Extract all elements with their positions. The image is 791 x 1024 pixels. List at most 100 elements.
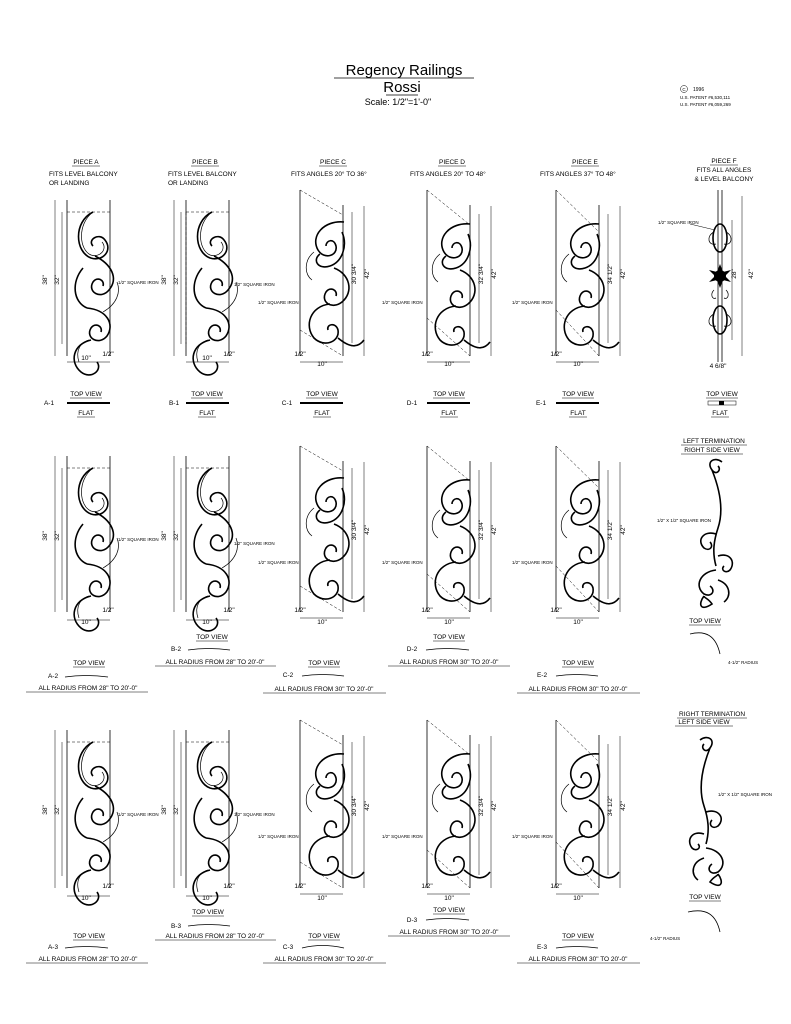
code-e3: E-3 bbox=[537, 944, 548, 951]
svg-text:TOP VIEW: TOP VIEW bbox=[433, 634, 465, 641]
svg-text:TOP VIEW: TOP VIEW bbox=[689, 894, 721, 901]
code-d2: D-2 bbox=[407, 646, 418, 653]
piece-a-title: PIECE A bbox=[73, 159, 99, 166]
svg-text:1/2" SQUARE IRON: 1/2" SQUARE IRON bbox=[382, 560, 423, 565]
piece-c-desc1: FITS ANGLES 20° TO 36° bbox=[291, 170, 367, 178]
svg-text:42": 42" bbox=[491, 269, 498, 279]
svg-text:30 3/4": 30 3/4" bbox=[351, 795, 358, 816]
code-e1: E-1 bbox=[536, 400, 547, 407]
svg-text:10": 10" bbox=[317, 619, 327, 626]
piece-d-row2: 32 3/4" 42" 10" 1/2" 1/2" SQUARE IRON bbox=[382, 445, 498, 626]
svg-text:4-1/2" RADIUS: 4-1/2" RADIUS bbox=[728, 660, 758, 665]
svg-text:10": 10" bbox=[573, 895, 583, 902]
svg-text:10": 10" bbox=[81, 355, 91, 362]
svg-text:10": 10" bbox=[444, 619, 454, 626]
radius-c3: ALL RADIUS FROM 30" TO 20'-0" bbox=[275, 956, 375, 963]
svg-text:38": 38" bbox=[42, 531, 49, 541]
svg-text:1/2" SQUARE IRON: 1/2" SQUARE IRON bbox=[234, 812, 275, 817]
svg-text:TOP VIEW: TOP VIEW bbox=[689, 618, 721, 625]
piece-b-title: PIECE B bbox=[192, 159, 218, 166]
radius-c2: ALL RADIUS FROM 30" TO 20'-0" bbox=[275, 686, 375, 693]
code-a1: A-1 bbox=[44, 400, 55, 407]
svg-text:42": 42" bbox=[620, 269, 627, 279]
svg-text:TOP VIEW: TOP VIEW bbox=[306, 391, 338, 398]
svg-text:1/2": 1/2" bbox=[223, 351, 235, 358]
svg-text:4 6/8": 4 6/8" bbox=[710, 363, 727, 370]
piece-b-desc2: OR LANDING bbox=[168, 180, 208, 187]
svg-text:42": 42" bbox=[620, 525, 627, 535]
code-d3: D-3 bbox=[407, 917, 418, 924]
svg-text:10": 10" bbox=[81, 895, 91, 902]
radius-d3: ALL RADIUS FROM 30" TO 20'-0" bbox=[400, 929, 500, 936]
svg-text:C: C bbox=[682, 87, 686, 92]
svg-text:10": 10" bbox=[317, 361, 327, 368]
svg-text:42": 42" bbox=[620, 801, 627, 811]
piece-b-desc1: FITS LEVEL BALCONY bbox=[168, 171, 237, 178]
svg-text:1/2": 1/2" bbox=[294, 607, 306, 614]
svg-text:1/2" SQUARE IRON: 1/2" SQUARE IRON bbox=[258, 834, 299, 839]
piece-e-title: PIECE E bbox=[572, 159, 598, 166]
svg-text:10": 10" bbox=[202, 619, 212, 626]
code-a2: A-2 bbox=[48, 673, 59, 680]
svg-text:42": 42" bbox=[364, 525, 371, 535]
svg-text:1/2" SQUARE IRON: 1/2" SQUARE IRON bbox=[234, 541, 275, 546]
svg-text:1/2": 1/2" bbox=[550, 883, 562, 890]
svg-text:38": 38" bbox=[42, 805, 49, 815]
svg-text:TOP VIEW: TOP VIEW bbox=[192, 909, 224, 916]
svg-text:32": 32" bbox=[173, 275, 180, 285]
svg-text:TOP VIEW: TOP VIEW bbox=[562, 391, 594, 398]
svg-text:1/2": 1/2" bbox=[421, 883, 433, 890]
svg-text:30 3/4": 30 3/4" bbox=[351, 519, 358, 540]
svg-text:1/2": 1/2" bbox=[550, 351, 562, 358]
svg-text:TOP VIEW: TOP VIEW bbox=[73, 933, 105, 940]
piece-c-row1: 30 3/4" 42" 10" 1/2" 1/2" SQUARE IRON bbox=[258, 189, 371, 368]
svg-text:1/2" SQUARE IRON: 1/2" SQUARE IRON bbox=[512, 560, 553, 565]
svg-text:TOP VIEW: TOP VIEW bbox=[191, 391, 223, 398]
piece-a-row2: 38" 32" 10" 1/2" 1/2" SQUARE IRON bbox=[42, 456, 159, 632]
svg-text:4-1/2" RADIUS: 4-1/2" RADIUS bbox=[650, 936, 680, 941]
radius-d2: ALL RADIUS FROM 30" TO 20'-0" bbox=[400, 659, 500, 666]
svg-text:1/2" SQUARE IRON: 1/2" SQUARE IRON bbox=[658, 220, 699, 225]
piece-b-row1: 38" 32" 10" 1/2" 1/2" SQUARE IRON bbox=[161, 200, 275, 376]
piece-e-row3: 34 1/2" 42" 10" 1/2" 1/2" SQUARE IRON bbox=[512, 719, 627, 902]
piece-d-title: PIECE D bbox=[439, 159, 465, 166]
code-a3: A-3 bbox=[48, 944, 59, 951]
code-b2: B-2 bbox=[171, 646, 182, 653]
piece-c-title: PIECE C bbox=[320, 159, 346, 166]
code-c3: C-3 bbox=[283, 944, 294, 951]
svg-text:TOP VIEW: TOP VIEW bbox=[433, 907, 465, 914]
piece-d-row1: 32 3/4" 42" 10" 1/2" 1/2" SQUARE IRON bbox=[382, 189, 498, 368]
radius-e2: ALL RADIUS FROM 30" TO 20'-0" bbox=[529, 686, 629, 693]
svg-text:32": 32" bbox=[54, 805, 61, 815]
radius-b2: ALL RADIUS FROM 28" TO 20'-0" bbox=[166, 659, 266, 666]
svg-text:FLAT: FLAT bbox=[199, 410, 214, 417]
svg-text:10": 10" bbox=[81, 619, 91, 626]
svg-text:FLAT: FLAT bbox=[314, 410, 329, 417]
svg-text:1/2" SQUARE IRON: 1/2" SQUARE IRON bbox=[382, 300, 423, 305]
svg-text:34 1/2": 34 1/2" bbox=[607, 263, 614, 284]
sheet-title: Regency Railings bbox=[346, 62, 463, 79]
svg-text:38": 38" bbox=[42, 275, 49, 285]
piece-c-row2: 30 3/4" 42" 10" 1/2" 1/2" SQUARE IRON bbox=[258, 445, 371, 626]
svg-text:FLAT: FLAT bbox=[712, 410, 727, 417]
piece-a-desc1: FITS LEVEL BALCONY bbox=[49, 171, 118, 178]
radius-a3: ALL RADIUS FROM 28" TO 20'-0" bbox=[39, 956, 139, 963]
svg-text:38": 38" bbox=[161, 805, 168, 815]
left-termination-title: LEFT TERMINATION bbox=[683, 438, 745, 445]
svg-text:32 3/4": 32 3/4" bbox=[478, 795, 485, 816]
svg-text:32": 32" bbox=[54, 531, 61, 541]
piece-b-row3: 38" 32" 10" 1/2" 1/2" SQUARE IRON bbox=[161, 730, 275, 906]
svg-text:1/2" SQUARE IRON: 1/2" SQUARE IRON bbox=[512, 834, 553, 839]
svg-text:1/2": 1/2" bbox=[294, 351, 306, 358]
sheet-subtitle: Rossi bbox=[383, 79, 421, 96]
piece-e-row1: 34 1/2" 42" 10" 1/2" 1/2" SQUARE IRON bbox=[512, 189, 627, 368]
svg-text:10": 10" bbox=[202, 895, 212, 902]
patent-line-2: U.S. PATENT #6,059,269 bbox=[680, 102, 731, 107]
svg-text:10": 10" bbox=[202, 355, 212, 362]
patent-line-1: U.S. PATENT #6,530,111 bbox=[680, 95, 731, 100]
right-termination-subtitle: LEFT SIDE VIEW bbox=[678, 719, 730, 726]
title-block: Regency Railings Rossi Scale: 1/2"=1'-0" bbox=[334, 62, 474, 107]
svg-text:32 3/4": 32 3/4" bbox=[478, 519, 485, 540]
radius-a2: ALL RADIUS FROM 28" TO 20'-0" bbox=[39, 685, 139, 692]
code-e2: E-2 bbox=[537, 672, 548, 679]
